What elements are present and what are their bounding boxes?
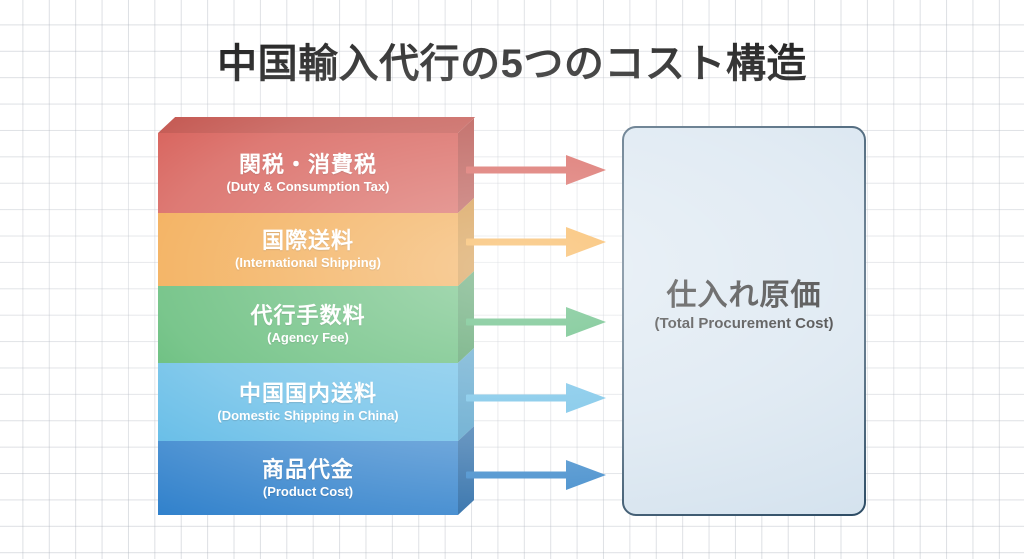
- page-title: 中国輸入代行の5つのコスト構造: [217, 42, 807, 86]
- result-label-en: (Total Procurement Cost): [654, 315, 834, 332]
- layer-label-ja: 商品代金: [261, 456, 354, 482]
- layer-top-face: [158, 117, 476, 133]
- cost-layer-agency-fee[interactable]: 代行手数料 (Agency Fee): [158, 271, 474, 363]
- layer-front-face: 国際送料 (International Shipping): [158, 213, 458, 286]
- result-label-group: 仕入れ原価 (Total Procurement Cost): [624, 279, 864, 332]
- cost-layer-duty-consumption-tax[interactable]: 関税・消費税 (Duty & Consumption Tax): [158, 117, 476, 213]
- total-procurement-cost-box[interactable]: 仕入れ原価 (Total Procurement Cost): [622, 126, 866, 516]
- flow-arrow-agency-fee: [466, 302, 616, 342]
- arrow-shaft-and-head: [466, 460, 606, 490]
- layer-label-en: (International Shipping): [235, 255, 381, 271]
- arrow-shaft-and-head: [466, 307, 606, 337]
- layer-front-face: 関税・消費税 (Duty & Consumption Tax): [158, 133, 458, 213]
- flow-arrow-duty-consumption-tax: [466, 150, 616, 190]
- flow-arrow-product-cost: [466, 455, 616, 495]
- layer-label-ja: 代行手数料: [250, 303, 366, 329]
- layer-front-face: 中国国内送料 (Domestic Shipping in China): [158, 363, 458, 441]
- layer-label-en: (Agency Fee): [267, 330, 349, 346]
- result-label-ja: 仕入れ原価: [666, 279, 822, 312]
- cost-layer-product-cost[interactable]: 商品代金 (Product Cost): [158, 426, 474, 515]
- layer-label-en: (Domestic Shipping in China): [217, 407, 399, 423]
- arrow-shaft-and-head: [466, 155, 606, 185]
- layer-label-en: (Product Cost): [262, 483, 354, 499]
- arrow-shaft-and-head: [466, 383, 606, 413]
- layer-label-en: (Duty & Consumption Tax): [226, 178, 390, 194]
- cost-layer-domestic-shipping-china[interactable]: 中国国内送料 (Domestic Shipping in China): [158, 348, 474, 441]
- layer-front-face: 商品代金 (Product Cost): [158, 441, 458, 515]
- layer-label-ja: 中国国内送料: [238, 380, 377, 406]
- layer-label-ja: 国際送料: [261, 228, 354, 254]
- layer-label-ja: 関税・消費税: [238, 151, 377, 177]
- cost-stack: 関税・消費税 (Duty & Consumption Tax) 国際送料 (In…: [158, 117, 476, 515]
- flow-arrow-domestic-shipping-china: [466, 378, 616, 418]
- flow-arrow-international-shipping: [466, 222, 616, 262]
- cost-layer-international-shipping[interactable]: 国際送料 (International Shipping): [158, 198, 474, 286]
- arrow-shaft-and-head: [466, 227, 606, 257]
- layer-front-face: 代行手数料 (Agency Fee): [158, 286, 458, 363]
